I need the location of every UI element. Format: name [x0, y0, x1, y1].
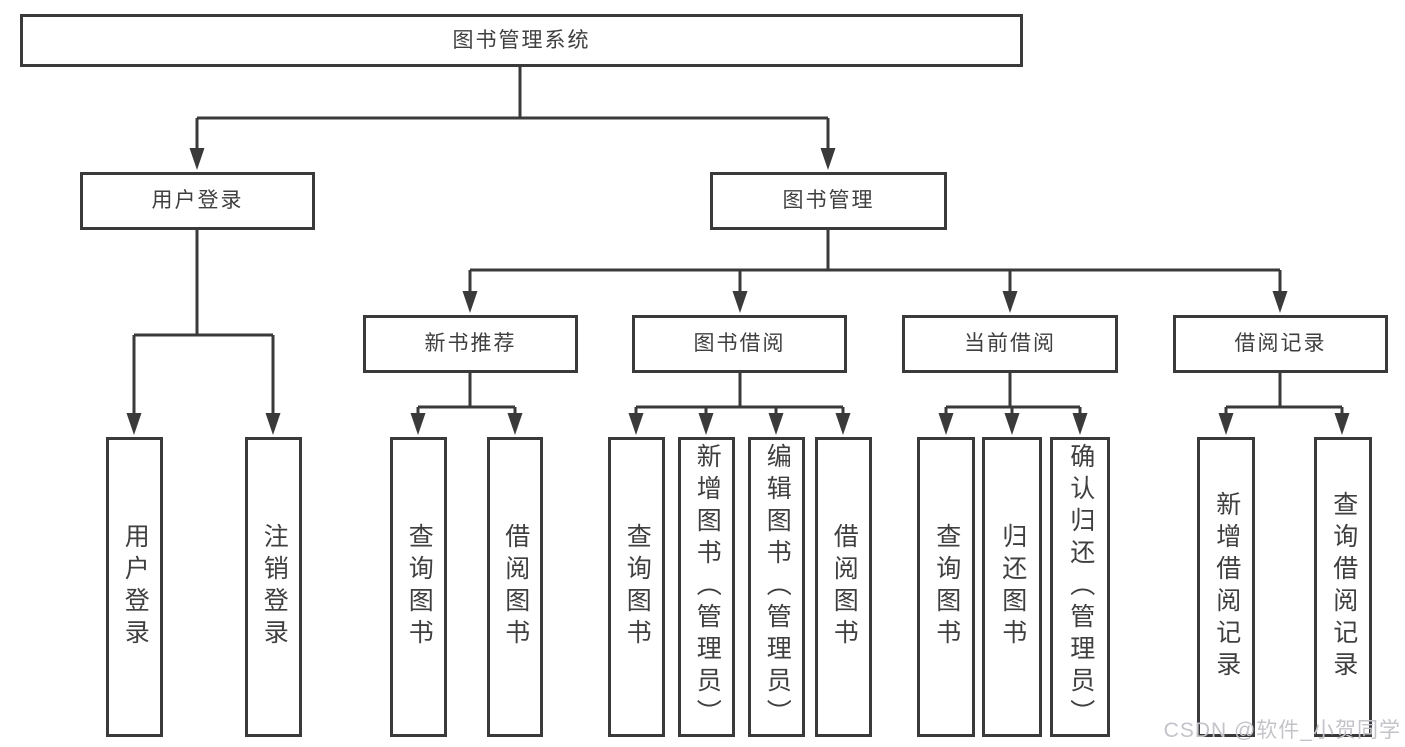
node-user-login: 用户登录	[80, 172, 315, 230]
leaf-add-books-admin-label: 新增图书（管理员）	[693, 443, 722, 731]
node-book-borrow-label: 图书借阅	[693, 332, 786, 356]
leaf-borrow-books-label: 借阅图书	[830, 523, 859, 651]
node-borrow-records-label: 借阅记录	[1234, 332, 1327, 356]
leaf-confirm-return-admin: 确认归还（管理员）	[1050, 437, 1110, 737]
node-new-book-recommend-label: 新书推荐	[424, 332, 517, 356]
node-root-system: 图书管理系统	[20, 14, 1023, 67]
leaf-user-login-label: 用户登录	[121, 523, 150, 651]
leaf-user-login: 用户登录	[106, 437, 163, 737]
node-root-system-label: 图书管理系统	[452, 28, 591, 52]
leaf-add-borrow-record-label: 新增借阅记录	[1212, 491, 1241, 683]
node-current-borrow: 当前借阅	[902, 315, 1118, 373]
node-current-borrow-label: 当前借阅	[964, 332, 1056, 356]
leaf-return-books-label: 归还图书	[998, 523, 1027, 651]
leaf-borrow-query-books: 查询图书	[608, 437, 665, 737]
leaf-add-books-admin: 新增图书（管理员）	[678, 437, 735, 737]
leaf-logout: 注销登录	[245, 437, 302, 737]
leaf-confirm-return-admin-label: 确认归还（管理员）	[1066, 443, 1095, 731]
leaf-query-borrow-record-label: 查询借阅记录	[1329, 491, 1358, 683]
leaf-borrow-books: 借阅图书	[815, 437, 872, 737]
node-book-management-label: 图书管理	[782, 189, 875, 213]
node-book-borrow: 图书借阅	[632, 315, 847, 373]
leaf-recommend-borrow-books: 借阅图书	[487, 437, 543, 737]
node-new-book-recommend: 新书推荐	[363, 315, 578, 373]
leaf-query-borrow-record: 查询借阅记录	[1314, 437, 1372, 737]
leaf-logout-label: 注销登录	[260, 523, 289, 651]
leaf-borrow-query-books-label: 查询图书	[623, 523, 652, 651]
leaf-current-query-books: 查询图书	[917, 437, 975, 737]
leaf-recommend-query-books: 查询图书	[390, 437, 447, 737]
csdn-watermark: CSDN @软件_小贺同学	[1163, 719, 1401, 742]
leaf-edit-books-admin-label: 编辑图书（管理员）	[763, 443, 792, 731]
node-borrow-records: 借阅记录	[1173, 315, 1388, 373]
leaf-edit-books-admin: 编辑图书（管理员）	[748, 437, 805, 737]
leaf-return-books: 归还图书	[982, 437, 1042, 737]
leaf-recommend-borrow-books-label: 借阅图书	[501, 523, 530, 651]
leaf-recommend-query-books-label: 查询图书	[405, 523, 434, 651]
node-book-management: 图书管理	[710, 172, 947, 230]
node-user-login-label: 用户登录	[151, 189, 244, 213]
leaf-current-query-books-label: 查询图书	[932, 523, 961, 651]
leaf-add-borrow-record: 新增借阅记录	[1197, 437, 1255, 737]
